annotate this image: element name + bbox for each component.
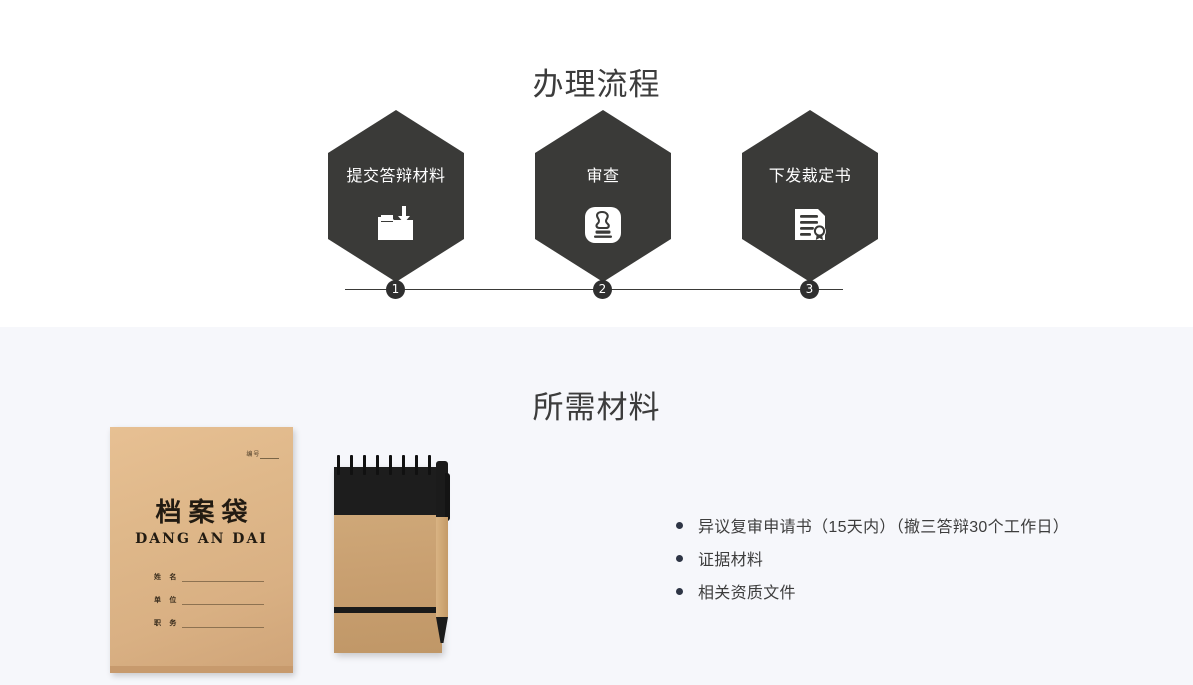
process-title: 办理流程 xyxy=(532,66,661,102)
process-step-3[interactable]: 下发裁定书 xyxy=(742,110,878,282)
stamp-seal-icon xyxy=(535,198,671,252)
bullet-icon xyxy=(676,588,683,595)
process-step-1[interactable]: 提交答辩材料 xyxy=(328,110,464,282)
process-timeline: 1 2 3 xyxy=(0,280,1193,300)
materials-list-item: 证据材料 xyxy=(676,552,1176,570)
materials-list: 异议复审申请书（15天内）（撤三答辩30个工作日） 证据材料 相关资质文件 xyxy=(676,519,1176,618)
notebook-spiral-binding xyxy=(337,455,441,475)
pen-tip xyxy=(436,617,448,643)
envelope-title: 档案袋 xyxy=(155,498,255,528)
timeline-marker-1: 1 xyxy=(386,280,405,299)
notebook-image xyxy=(334,455,464,655)
process-steps: 提交答辩材料 审查 xyxy=(0,110,1193,290)
process-step-2[interactable]: 审查 xyxy=(535,110,671,282)
bullet-icon xyxy=(676,522,683,529)
archive-envelope-image: 编号 档案袋 DANG AN DAI 姓 名 单 位 职 务 xyxy=(110,427,293,673)
timeline-marker-2: 2 xyxy=(593,280,612,299)
pen-clip xyxy=(445,473,450,521)
envelope-field-position-line xyxy=(182,620,264,628)
envelope-number-text: 编号 xyxy=(246,452,261,458)
process-section: 办理流程 提交答辩材料 审查 xyxy=(0,0,1193,327)
envelope-field-unit-line xyxy=(182,597,264,605)
process-step-1-label: 提交答辩材料 xyxy=(346,168,446,185)
envelope-field-position-label: 职 务 xyxy=(154,618,180,627)
materials-title: 所需材料 xyxy=(532,389,661,425)
envelope-face: 编号 档案袋 DANG AN DAI 姓 名 单 位 职 务 xyxy=(110,427,293,673)
spiral-ring xyxy=(363,455,366,475)
bullet-icon xyxy=(676,555,683,562)
folder-download-icon xyxy=(328,198,464,252)
process-step-2-label: 审查 xyxy=(586,168,620,185)
materials-list-item: 异议复审申请书（15天内）（撤三答辩30个工作日） xyxy=(676,519,1176,537)
materials-list-item-text: 异议复审申请书（15天内）（撤三答辩30个工作日） xyxy=(698,519,1070,536)
envelope-field-unit-label: 单 位 xyxy=(154,595,180,604)
spiral-ring xyxy=(376,455,379,475)
document-seal-icon xyxy=(742,198,878,252)
envelope-field-name-line xyxy=(182,574,264,582)
spiral-ring xyxy=(415,455,418,475)
materials-list-item-text: 相关资质文件 xyxy=(698,585,796,602)
envelope-field-position: 职 务 xyxy=(154,618,264,628)
envelope-pinyin: DANG AN DAI xyxy=(135,531,268,547)
envelope-fields: 姓 名 单 位 职 务 xyxy=(154,572,264,641)
spiral-ring xyxy=(389,455,392,475)
envelope-field-unit: 单 位 xyxy=(154,595,264,605)
notebook-elastic-band xyxy=(334,607,442,613)
process-step-3-label: 下发裁定书 xyxy=(768,168,852,185)
materials-list-item-text: 证据材料 xyxy=(698,552,764,569)
spiral-ring xyxy=(337,455,340,475)
pen-barrel xyxy=(436,517,448,617)
notebook-body xyxy=(334,467,442,653)
spiral-ring xyxy=(402,455,405,475)
timeline-marker-3: 3 xyxy=(800,280,819,299)
materials-section: 所需材料 编号 档案袋 DANG AN DAI 姓 名 单 位 职 务 xyxy=(0,327,1193,685)
materials-list-item: 相关资质文件 xyxy=(676,585,1176,603)
spiral-ring xyxy=(428,455,431,475)
spiral-ring xyxy=(350,455,353,475)
notebook-pen xyxy=(434,461,450,643)
envelope-field-name: 姓 名 xyxy=(154,572,264,582)
envelope-number-label: 编号 xyxy=(246,449,279,459)
envelope-field-name-label: 姓 名 xyxy=(154,572,180,581)
notebook-top-band xyxy=(334,467,442,515)
envelope-bottom-edge xyxy=(110,666,293,673)
